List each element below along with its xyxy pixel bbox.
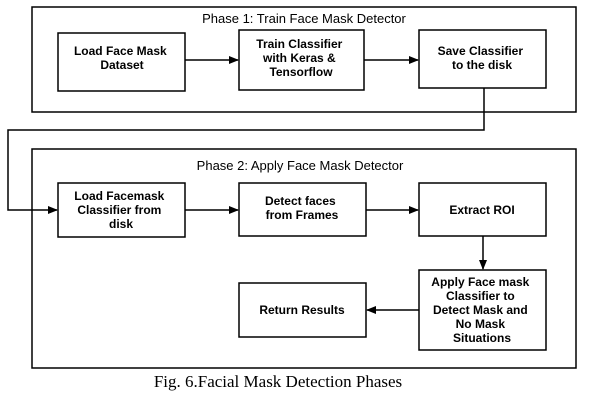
phase2-container: [31, 148, 577, 369]
phase2-return-results-label: Return Results: [259, 303, 345, 317]
phase2-return-results-box: [238, 282, 367, 338]
phase2-load-classifier-label: Load Facemask Classifier from disk: [74, 189, 167, 231]
phase1-title: Phase 1: Train Face Mask Detector: [202, 11, 406, 26]
phase2-extract-roi-box: [418, 182, 547, 237]
phase2-title: Phase 2: Apply Face Mask Detector: [197, 158, 404, 173]
phase1-train-classifier-label: Train Classifier with Keras & Tensorflow: [256, 37, 345, 79]
phase1-save-classifier-box: [418, 29, 547, 89]
phase2-detect-faces-label: Detect faces from Frames: [265, 194, 339, 222]
phase1-container: [31, 6, 577, 113]
figure-caption: Fig. 6.Facial Mask Detection Phases: [153, 372, 403, 391]
phase2-extract-roi-label: Extract ROI: [449, 203, 514, 217]
phase2-apply-classifier-box: [418, 269, 547, 351]
phase2-detect-faces-box: [238, 182, 367, 237]
phase1-load-dataset-label: Load Face Mask Dataset: [74, 44, 170, 72]
arrow-save-to-phase2-load: [7, 88, 485, 214]
phase1-save-classifier-label: Save Classifier to the disk: [438, 44, 527, 72]
phase2-apply-classifier-label: Apply Face mask Classifier to Detect Mas…: [431, 275, 532, 345]
phase1-load-dataset-box: [57, 32, 186, 92]
